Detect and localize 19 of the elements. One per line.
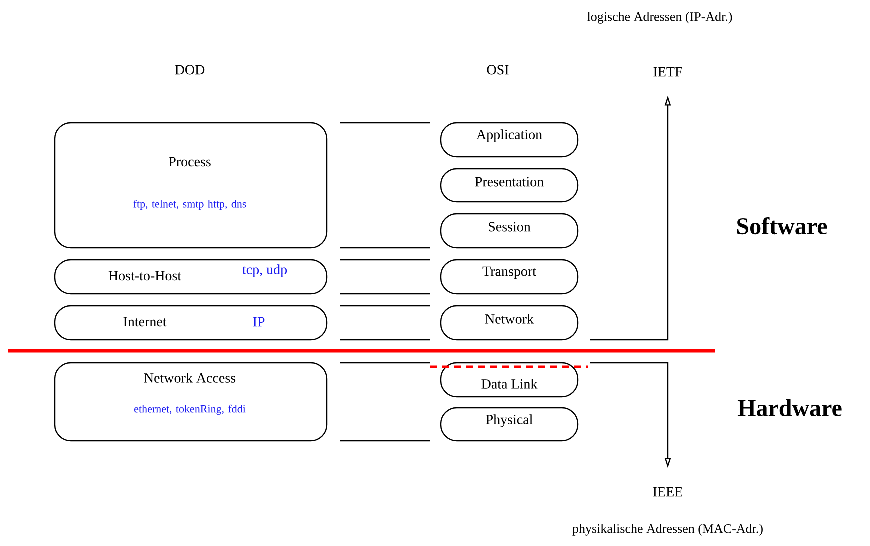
layer-box: Physical: [440, 407, 579, 442]
heading: physikalische Adressen (MAC-Adr.): [572, 524, 763, 536]
layer-box: Data Link: [440, 362, 579, 398]
organization-label: IETF: [654, 67, 682, 77]
organization-label: IEEE: [653, 487, 682, 497]
layer-box: Presentation: [440, 168, 579, 203]
layer-box: Host-to-Host tcp, udp: [54, 259, 328, 295]
section-label: Hardware: [738, 400, 842, 416]
layer-box: Network Access ethernet, tokenRing, fddi: [54, 362, 328, 442]
section-label: Software: [738, 217, 828, 235]
layer-box: Internet IP: [54, 305, 328, 341]
layer-box: Session: [440, 213, 579, 249]
heading: logische Adressen (IP-Adr.): [588, 12, 732, 24]
column-heading: OSI: [487, 65, 509, 75]
column-heading: DOD: [175, 65, 205, 75]
layer-box: Network: [440, 305, 579, 341]
layer-box: Transport: [440, 259, 579, 295]
layer-box: Process ftp, telnet, smtp http, dns: [54, 122, 328, 249]
layer-box: Application: [440, 122, 579, 158]
